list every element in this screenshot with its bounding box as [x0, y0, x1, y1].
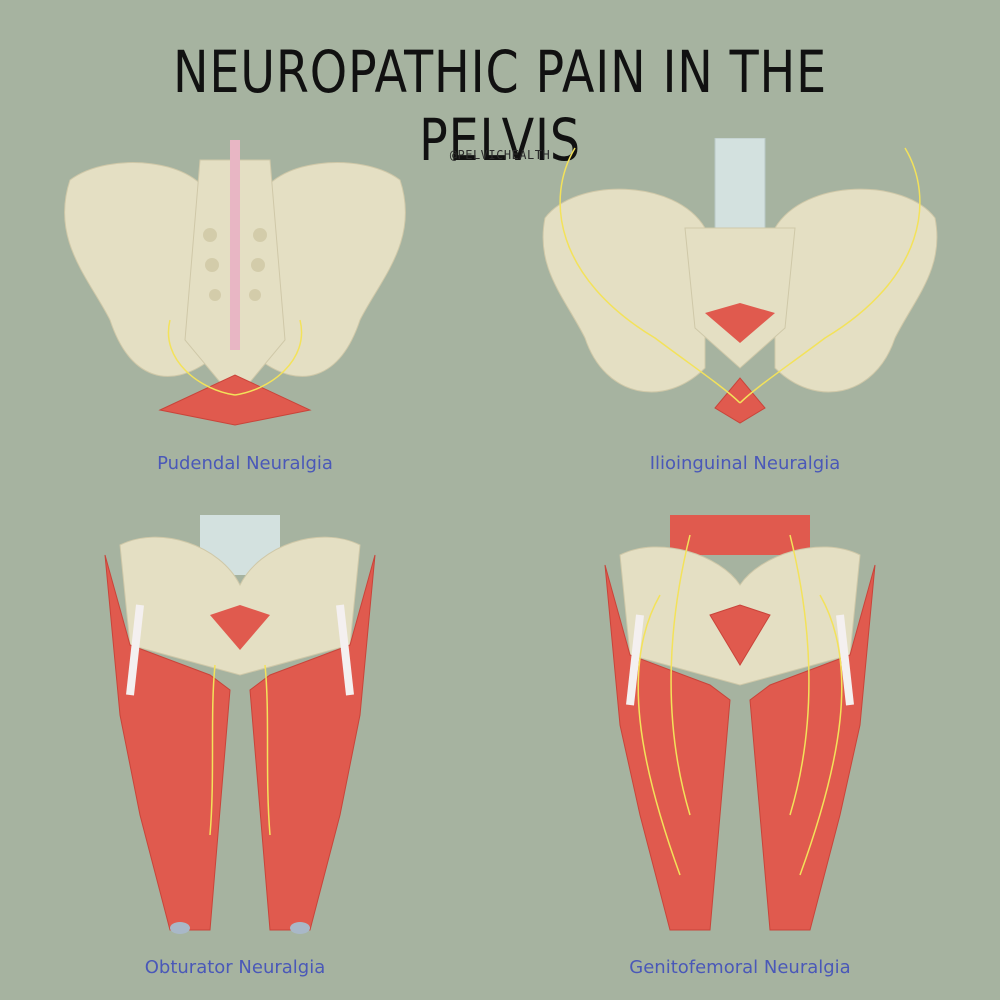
- caption-ilioinguinal: Ilioinguinal Neuralgia: [649, 453, 841, 474]
- pudendal-illustration: [50, 140, 420, 435]
- caption-pudendal: Pudendal Neuralgia: [157, 453, 333, 474]
- caption-obturator: Obturator Neuralgia: [144, 957, 326, 978]
- ilioinguinal-illustration: [535, 138, 945, 433]
- caption-genitofemoral: Genitofemoral Neuralgia: [629, 957, 851, 978]
- social-handle: @PELVICHEALTH: [449, 148, 551, 162]
- obturator-illustration: [100, 515, 380, 935]
- page-title: NEUROPATHIC PAIN IN THE PELVIS: [173, 38, 827, 174]
- genitofemoral-illustration: [600, 515, 880, 935]
